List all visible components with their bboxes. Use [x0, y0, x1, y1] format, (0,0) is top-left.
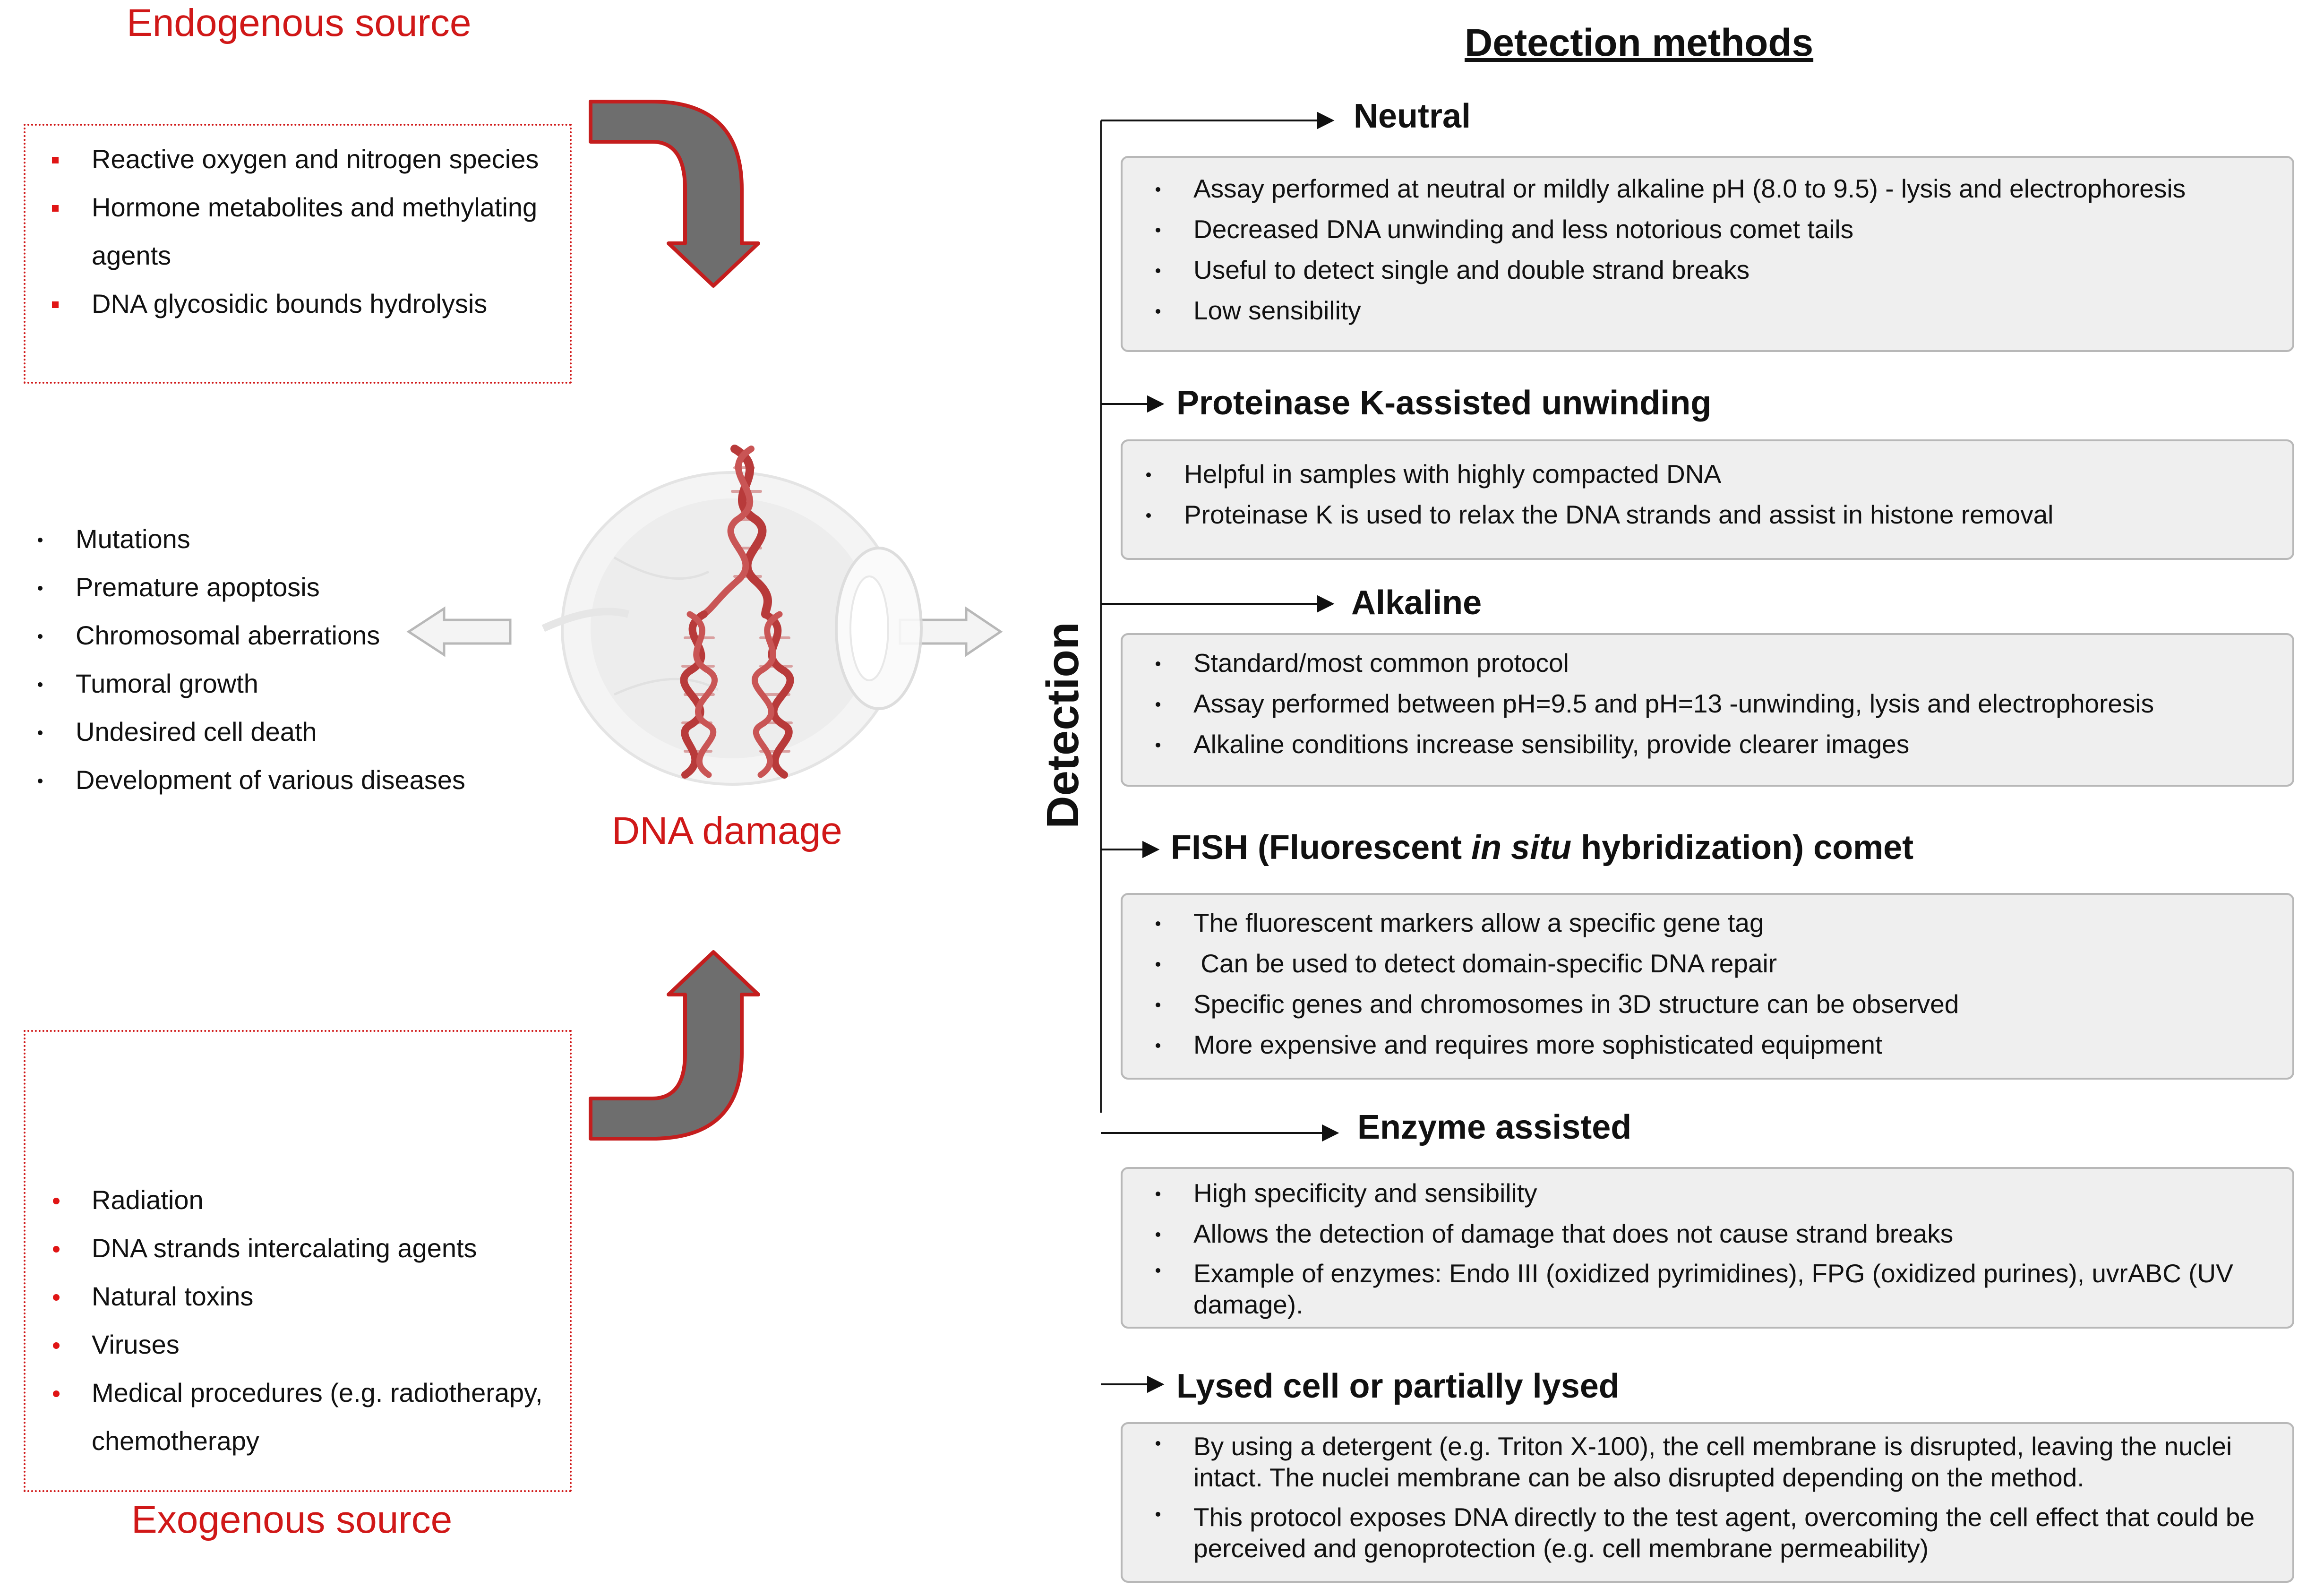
endogenous-list: Reactive oxygen and nitrogen species Hor…: [26, 135, 570, 328]
exogenous-box: Radiation DNA strands intercalating agen…: [24, 1030, 572, 1492]
method-box-enzyme: High specificity and sensibility Allows …: [1121, 1167, 2294, 1329]
down-curved-arrow-icon: [589, 100, 760, 288]
detection-methods-heading: Detection methods: [1465, 21, 1814, 64]
list-item: This protocol exposes DNA directly to th…: [1123, 1498, 2292, 1569]
list-item: Medical procedures (e.g. radiotherapy,: [26, 1369, 570, 1417]
list-item: Development of various diseases: [33, 756, 465, 804]
method-box-neutral: Assay performed at neutral or mildly alk…: [1121, 156, 2294, 352]
list-item: Premature apoptosis: [33, 563, 465, 611]
dna-helix-icon: [680, 445, 794, 779]
fish-title-part: FISH (Fluorescent: [1171, 829, 1472, 867]
method-title-enzyme: Enzyme assisted: [1357, 1108, 1632, 1146]
effects-list: Mutations Premature apoptosis Chromosoma…: [33, 515, 465, 804]
endogenous-box: Reactive oxygen and nitrogen species Hor…: [24, 124, 572, 384]
method-box-alkaline: Standard/most common protocol Assay perf…: [1121, 633, 2294, 787]
list-item: The fluorescent markers allow a specific…: [1123, 902, 2292, 943]
list-item: Allows the detection of damage that does…: [1123, 1213, 2292, 1254]
list-item: Tumoral growth: [33, 660, 465, 708]
list-item: Viruses: [26, 1321, 570, 1369]
method-title-alkaline: Alkaline: [1351, 584, 1482, 622]
endogenous-title: Endogenous source: [127, 1, 472, 44]
list-item: Example of enzymes: Endo III (oxidized p…: [1123, 1254, 2292, 1325]
list-item: Can be used to detect domain-specific DN…: [1123, 943, 2292, 984]
detection-axis-text: Detection: [1038, 622, 1088, 829]
method-box-proteinase-k: Helpful in samples with highly compacted…: [1121, 439, 2294, 560]
list-item: Reactive oxygen and nitrogen species: [26, 135, 570, 183]
list-item: Specific genes and chromosomes in 3D str…: [1123, 984, 2292, 1024]
method-title-neutral: Neutral: [1354, 97, 1471, 135]
fish-title-part: hybridization) comet: [1571, 829, 1914, 867]
list-item: By using a detergent (e.g. Triton X-100)…: [1123, 1427, 2292, 1498]
method-arrows: [1101, 112, 1339, 1393]
list-item: Mutations: [33, 515, 465, 563]
up-curved-arrow-icon: [589, 950, 760, 1141]
list-item: Assay performed at neutral or mildly alk…: [1123, 168, 2292, 209]
list-item: Assay performed between pH=9.5 and pH=13…: [1123, 683, 2292, 724]
list-item: chemotherapy: [92, 1426, 259, 1456]
left-block-arrow-icon: [406, 606, 512, 657]
exogenous-title: Exogenous source: [131, 1498, 453, 1541]
method-box-fish: The fluorescent markers allow a specific…: [1121, 893, 2294, 1080]
list-item: Standard/most common protocol: [1123, 643, 2292, 683]
list-item: Proteinase K is used to relax the DNA st…: [1123, 494, 2292, 535]
exogenous-list: Radiation DNA strands intercalating agen…: [26, 1176, 570, 1465]
method-box-lysed: By using a detergent (e.g. Triton X-100)…: [1121, 1422, 2294, 1583]
list-item: High specificity and sensibility: [1123, 1173, 2292, 1213]
list-item: Alkaline conditions increase sensibility…: [1123, 724, 2292, 764]
method-title-fish: FISH (Fluorescent in situ hybridization)…: [1171, 828, 1913, 867]
list-item: DNA strands intercalating agents: [26, 1224, 570, 1272]
list-item: Helpful in samples with highly compacted…: [1123, 454, 2292, 494]
list-item: Useful to detect single and double stran…: [1123, 249, 2292, 290]
list-item: More expensive and requires more sophist…: [1123, 1024, 2292, 1065]
method-title-lysed: Lysed cell or partially lysed: [1176, 1367, 1620, 1405]
method-title-proteinase-k: Proteinase K-assisted unwinding: [1176, 384, 1712, 422]
list-item: Chromosomal aberrations: [33, 611, 465, 660]
list-item: Hormone metabolites and methylating: [26, 183, 570, 232]
list-item: Radiation: [26, 1176, 570, 1224]
list-item: DNA glycosidic bounds hydrolysis: [26, 280, 570, 328]
list-item: Low sensibility: [1123, 290, 2292, 331]
dna-damage-label: DNA damage: [612, 809, 842, 852]
eye-illustration: [541, 471, 923, 786]
list-item: Decreased DNA unwinding and less notorio…: [1123, 209, 2292, 249]
fish-title-italic: in situ: [1471, 829, 1572, 867]
list-item: agents: [92, 240, 172, 270]
list-item: Natural toxins: [26, 1272, 570, 1321]
list-item: Undesired cell death: [33, 708, 465, 756]
